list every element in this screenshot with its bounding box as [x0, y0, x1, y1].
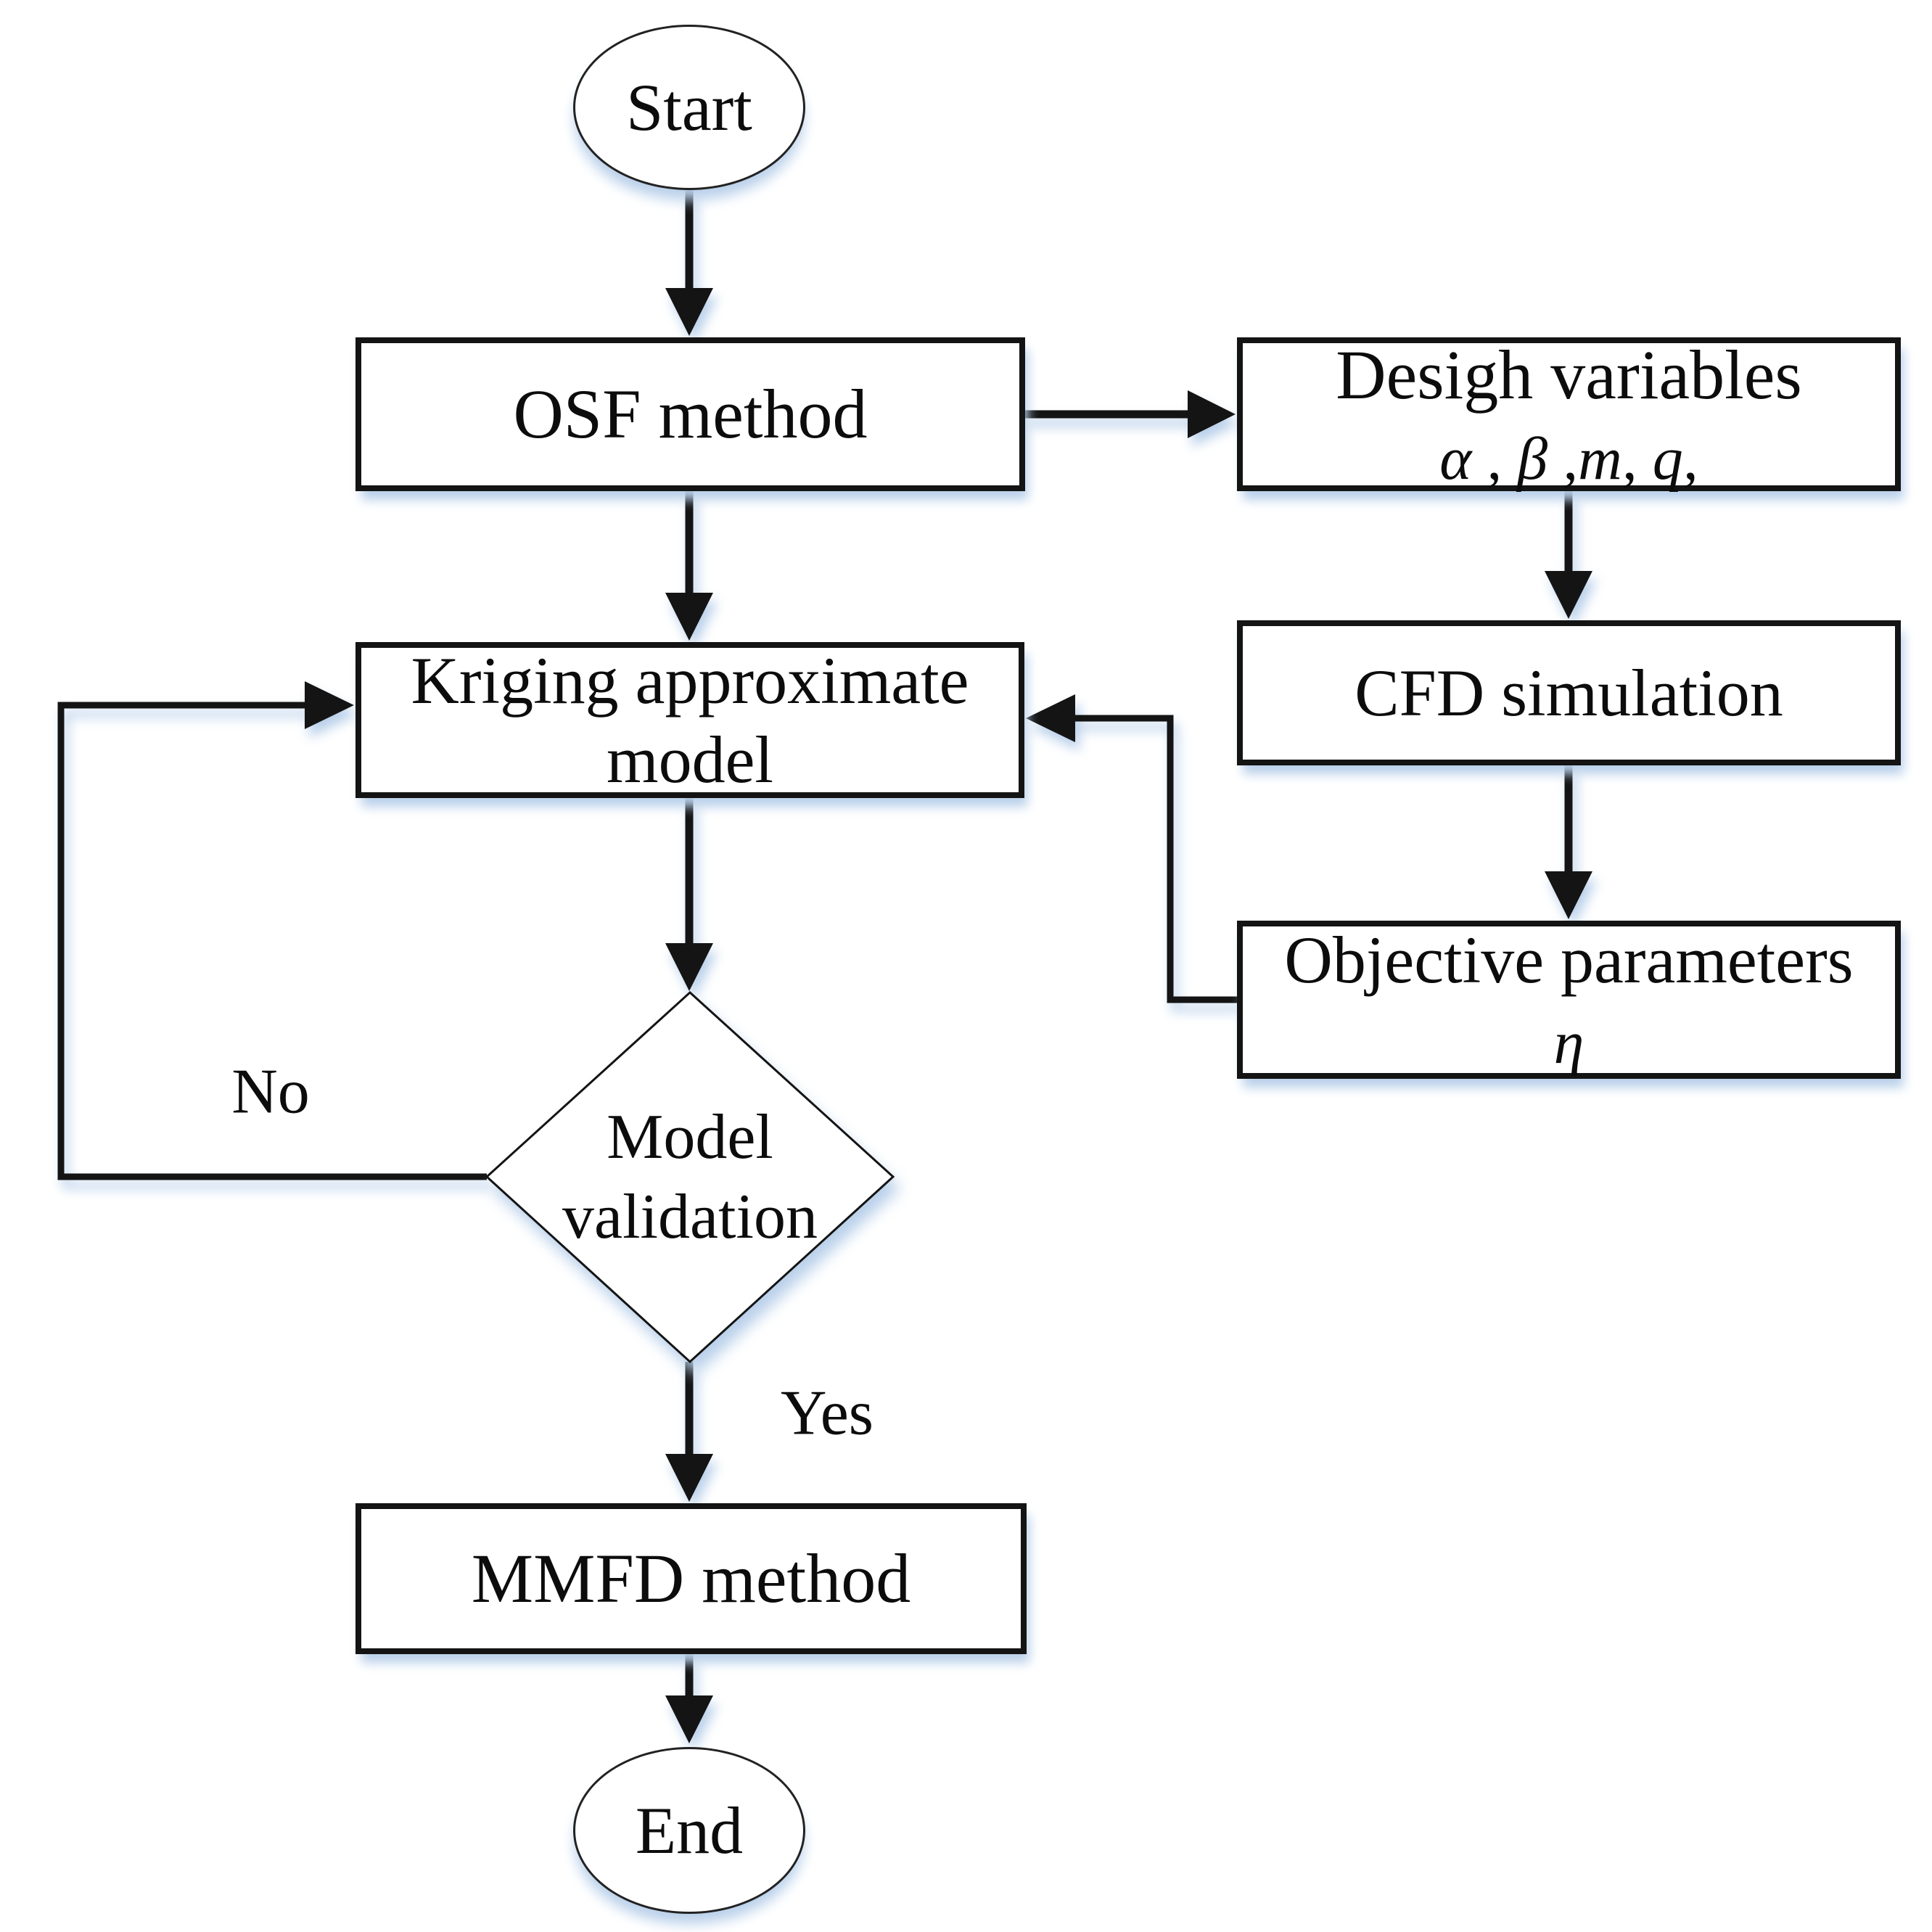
- kriging-model-label-line1: Kriging approximate: [411, 643, 969, 718]
- arrowhead-objective-to-kriging: [1026, 694, 1075, 742]
- objective-parameters-label: Objective parameters: [1284, 923, 1854, 998]
- arrowhead-validation-to-mmfd: [665, 1454, 713, 1502]
- no-branch-label: No: [231, 1056, 310, 1127]
- osf-method-label: OSF method: [513, 375, 868, 453]
- objective-parameters-symbol: η: [1553, 1008, 1584, 1077]
- start-label: Start: [626, 70, 752, 144]
- start-terminator: Start: [573, 25, 805, 190]
- edge-objective-to-kriging: [1072, 715, 1237, 1003]
- arrowhead-start-to-osf: [665, 288, 713, 336]
- mmfd-method-box: MMFD method: [355, 1503, 1027, 1654]
- end-label: End: [635, 1793, 744, 1867]
- osf-method-box: OSF method: [355, 337, 1025, 491]
- kriging-model-box: Kriging approximate model: [355, 642, 1024, 798]
- model-validation-line2: validation: [562, 1181, 818, 1252]
- kriging-model-label-line2: model: [607, 722, 773, 797]
- yes-branch-label: Yes: [780, 1378, 874, 1449]
- arrowhead-osf-to-kriging: [665, 593, 713, 641]
- edge-validation-no-loop: [57, 702, 487, 1180]
- cfd-simulation-label: CFD simulation: [1355, 655, 1783, 730]
- mmfd-method-label: MMFD method: [471, 1540, 911, 1617]
- end-terminator: End: [573, 1747, 805, 1914]
- arrowhead-design-to-cfd: [1545, 571, 1592, 619]
- cfd-simulation-box: CFD simulation: [1237, 620, 1901, 765]
- model-validation-diamond: [485, 990, 895, 1364]
- design-variables-symbols: α , β ,m, q,: [1439, 425, 1698, 493]
- model-validation-line1: Model: [607, 1101, 773, 1172]
- objective-parameters-box: Objective parameters η: [1237, 921, 1901, 1079]
- design-variables-label: Desigh variables: [1336, 335, 1802, 414]
- arrowhead-validation-no-loop: [305, 681, 354, 729]
- design-variables-box: Desigh variables α , β ,m, q,: [1237, 335, 1901, 493]
- arrowhead-kriging-to-validation: [665, 943, 713, 991]
- arrowhead-osf-to-design: [1188, 390, 1236, 438]
- model-validation-text: Model validation: [509, 1052, 871, 1302]
- arrowhead-cfd-to-objective: [1545, 871, 1592, 919]
- arrowhead-mmfd-to-end: [665, 1695, 713, 1743]
